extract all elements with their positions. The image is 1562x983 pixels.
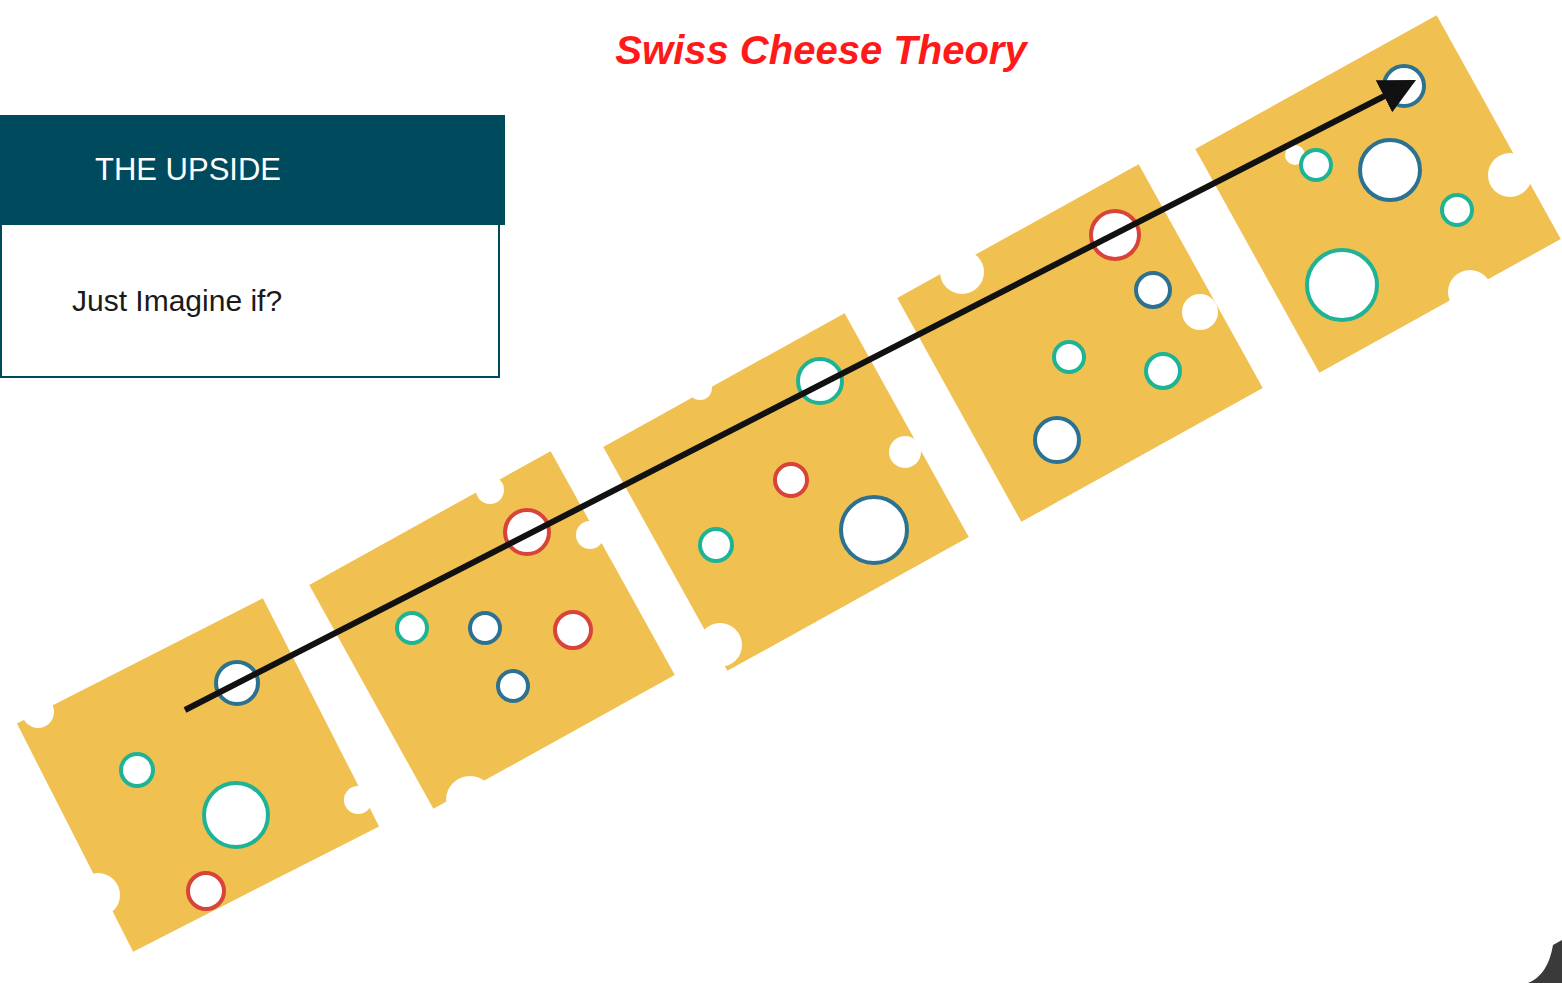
slide-corner bbox=[1528, 940, 1562, 983]
cheese-slice bbox=[17, 598, 379, 951]
panel-header: THE UPSIDE bbox=[0, 115, 505, 225]
info-panel: THE UPSIDE Just Imagine if? bbox=[0, 115, 505, 378]
cheese-slices bbox=[17, 15, 1561, 952]
panel-heading: THE UPSIDE bbox=[95, 152, 281, 188]
panel-text: Just Imagine if? bbox=[72, 284, 282, 318]
cheese-slice bbox=[897, 164, 1263, 522]
cheese-slice bbox=[603, 313, 969, 671]
slide-title: Swiss Cheese Theory bbox=[0, 28, 1562, 73]
cheese-slice bbox=[1195, 15, 1561, 373]
cheese-slice bbox=[309, 451, 675, 809]
panel-body: Just Imagine if? bbox=[0, 225, 500, 378]
